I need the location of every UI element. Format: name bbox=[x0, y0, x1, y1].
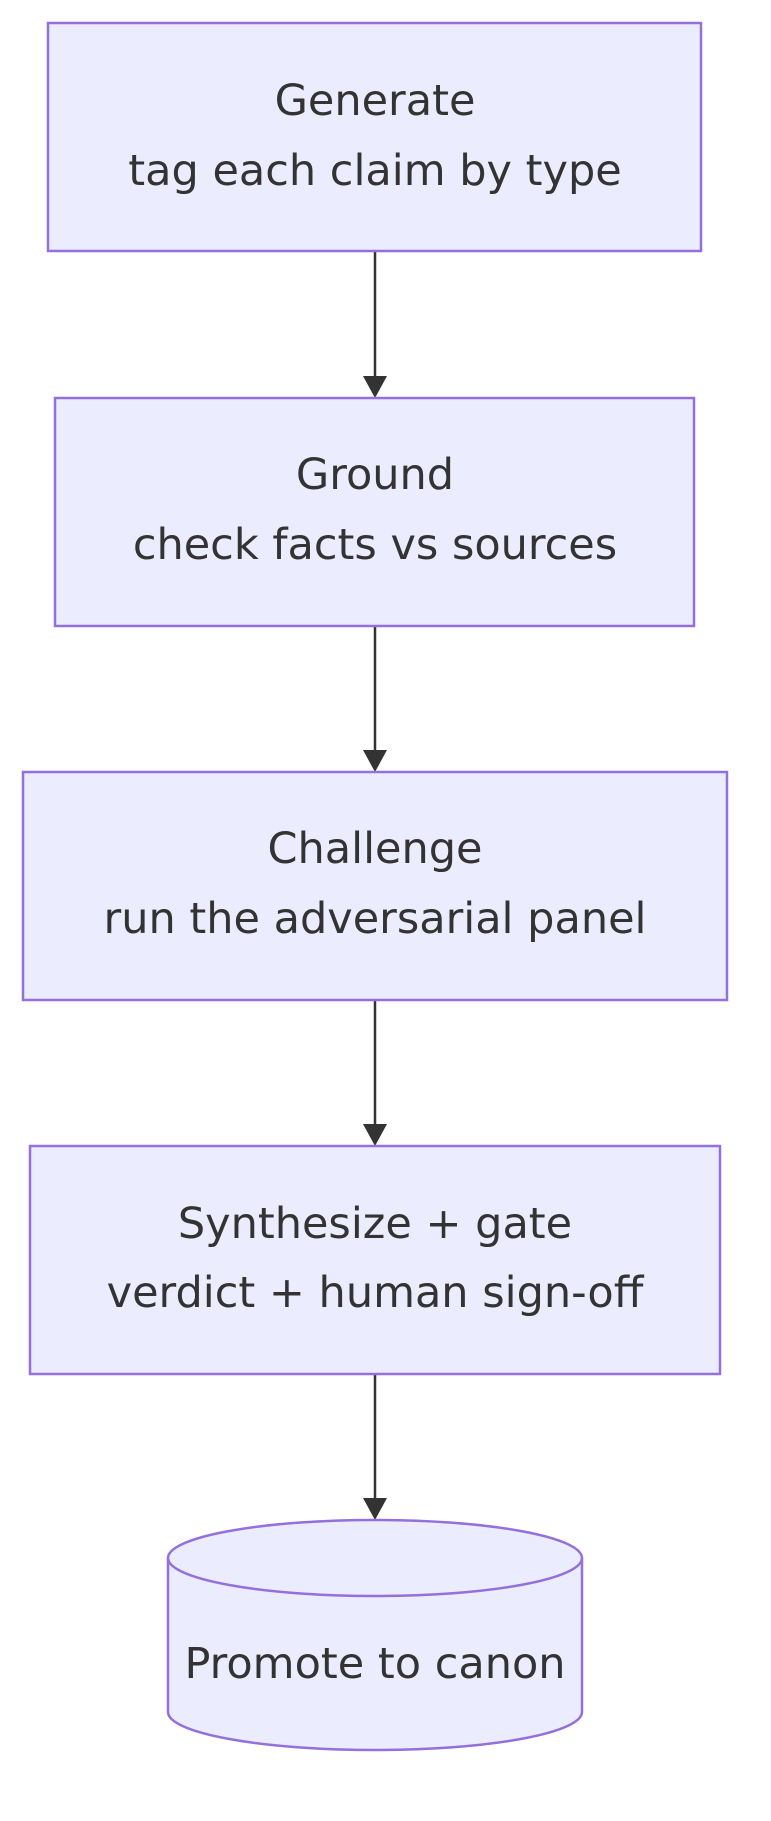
node-ground-title: Ground bbox=[296, 450, 454, 500]
node-promote: Promote to canon bbox=[166, 1518, 584, 1752]
node-generate-subtitle: tag each claim by type bbox=[128, 146, 621, 196]
node-generate: Generate tag each claim by type bbox=[46, 21, 703, 253]
node-challenge: Challenge run the adversarial panel bbox=[21, 770, 729, 1002]
node-synthesize: Synthesize + gate verdict + human sign-o… bbox=[28, 1144, 722, 1376]
edge-synthesize-promote bbox=[363, 1374, 387, 1520]
edge-generate-ground bbox=[363, 252, 387, 398]
node-challenge-title: Challenge bbox=[268, 824, 483, 874]
node-ground-subtitle: check facts vs sources bbox=[133, 520, 617, 570]
node-challenge-subtitle: run the adversarial panel bbox=[104, 894, 647, 944]
node-ground: Ground check facts vs sources bbox=[53, 396, 696, 628]
node-synthesize-subtitle: verdict + human sign-off bbox=[107, 1268, 645, 1318]
edge-challenge-synthesize bbox=[363, 1000, 387, 1146]
node-promote-title: Promote to canon bbox=[184, 1639, 565, 1689]
edge-ground-challenge bbox=[363, 626, 387, 772]
node-synthesize-title: Synthesize + gate bbox=[178, 1199, 572, 1249]
node-generate-title: Generate bbox=[275, 76, 476, 126]
